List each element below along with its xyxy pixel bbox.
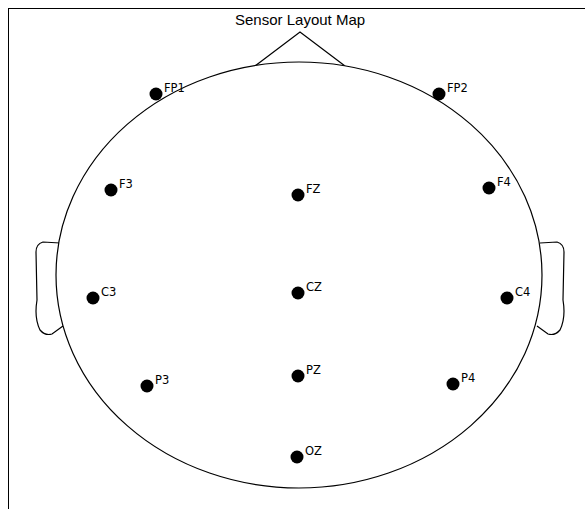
sensor-label: OZ <box>305 445 322 458</box>
sensor-label: FP1 <box>164 82 185 95</box>
sensor-dot <box>291 451 304 464</box>
nose <box>255 32 345 66</box>
sensor-dot <box>150 88 163 101</box>
sensor-label: FZ <box>306 183 321 196</box>
sensor-dot <box>292 287 305 300</box>
sensor-dot <box>141 380 154 393</box>
sensor-label: FP2 <box>447 82 468 95</box>
sensor-dot <box>292 189 305 202</box>
sensor-dot <box>87 292 100 305</box>
head-outline <box>56 62 542 488</box>
map-title: Sensor Layout Map <box>233 11 367 28</box>
sensor-label: P4 <box>461 372 475 385</box>
sensor-label: C4 <box>515 286 530 299</box>
sensor-dot <box>447 378 460 391</box>
sensor-label: F4 <box>497 176 511 189</box>
sensor-label: CZ <box>306 281 322 294</box>
sensor-dot <box>105 184 118 197</box>
sensor-dot <box>483 182 496 195</box>
sensor-dot <box>292 370 305 383</box>
sensor-dot <box>501 292 514 305</box>
sensor-label: P3 <box>155 374 169 387</box>
plot-frame <box>9 9 585 509</box>
sensor-label: PZ <box>306 364 321 377</box>
sensor-dot <box>433 88 446 101</box>
sensor-label: C3 <box>101 286 116 299</box>
sensor-dots <box>87 88 514 464</box>
sensor-label: F3 <box>119 178 133 191</box>
